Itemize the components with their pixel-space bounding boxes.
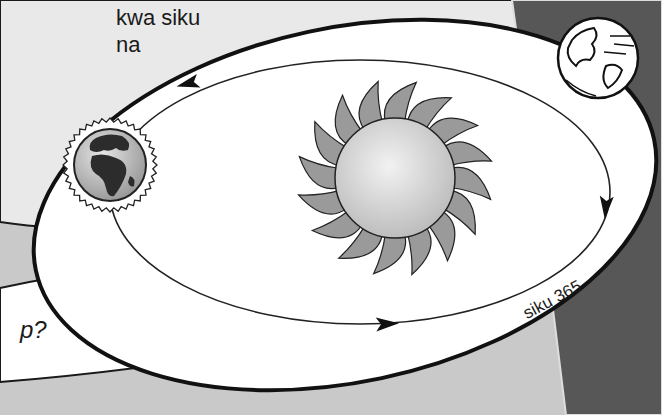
earth-disc — [74, 129, 146, 201]
orbit-label: siku 365 — [520, 276, 585, 323]
bubble-text: p? — [20, 316, 47, 344]
bubble-text: kwa siku na — [116, 4, 216, 58]
arrow-head — [598, 195, 614, 219]
speech-bubble: kwa siku na — [116, 4, 216, 58]
arrow-head — [376, 316, 400, 331]
earth-symbol — [63, 118, 157, 212]
earth-icon — [558, 18, 638, 98]
speech-bubble: p? — [20, 316, 47, 344]
sun-symbol — [298, 81, 491, 274]
sun-disc — [335, 118, 455, 238]
glow-ring — [63, 118, 157, 212]
orbit-path — [110, 60, 610, 324]
orbit-arrows — [175, 74, 614, 332]
continents — [90, 134, 135, 196]
arrow-head — [175, 74, 201, 93]
